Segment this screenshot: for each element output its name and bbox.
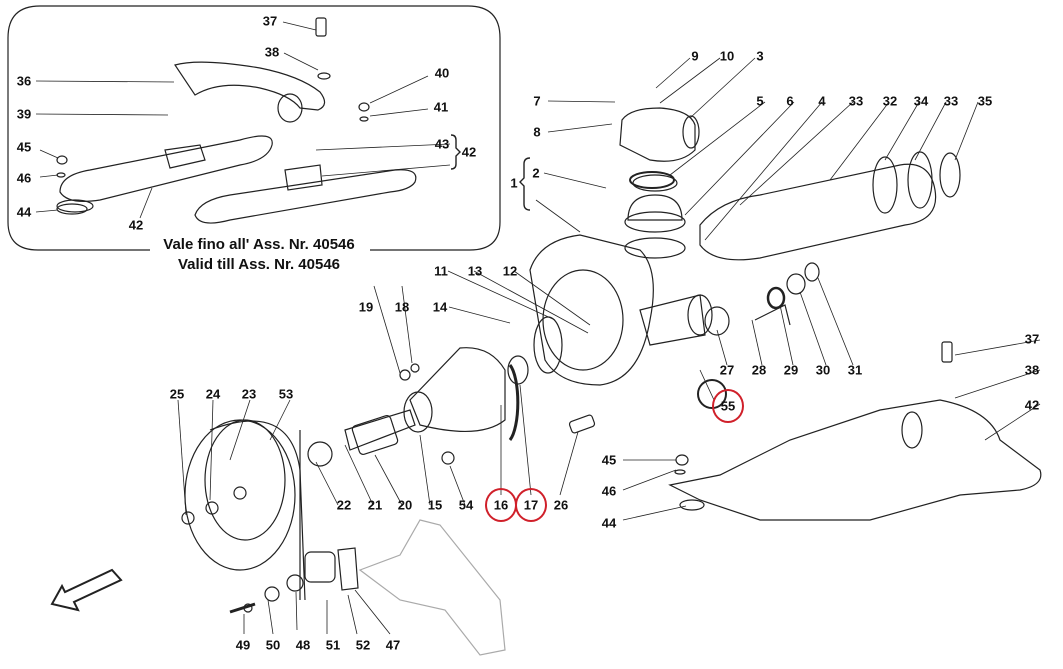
highlight-ring-17: [515, 488, 547, 522]
inset-manifold-left: [56, 135, 273, 213]
inset-sensor: [315, 17, 327, 37]
bracket: [358, 519, 506, 656]
direction-arrow: [50, 568, 123, 612]
part-label-37-inset[interactable]: 37: [262, 13, 278, 29]
part-label-24[interactable]: 24: [205, 386, 221, 402]
part-label-45-inset[interactable]: 45: [16, 139, 32, 155]
part-label-9[interactable]: 9: [691, 48, 699, 64]
part-label-3[interactable]: 3: [756, 48, 764, 64]
part-label-42-inset-group[interactable]: 42: [461, 144, 477, 160]
part-label-14[interactable]: 14: [432, 299, 448, 315]
part-label-55[interactable]: 55: [720, 398, 736, 414]
part-label-11[interactable]: 11: [434, 263, 448, 279]
part-label-4[interactable]: 4: [818, 93, 826, 109]
part-label-2[interactable]: 2: [532, 165, 540, 181]
part-label-50[interactable]: 50: [265, 637, 281, 653]
part-label-33b[interactable]: 33: [943, 93, 959, 109]
part-label-38[interactable]: 38: [1024, 362, 1040, 378]
inset-manifold-right: [174, 61, 417, 224]
part-label-40[interactable]: 40: [434, 65, 450, 81]
part-label-30[interactable]: 30: [815, 362, 831, 378]
pump-shaft: [307, 409, 416, 467]
part-label-25[interactable]: 25: [169, 386, 185, 402]
part-label-46[interactable]: 46: [601, 483, 617, 499]
part-label-23[interactable]: 23: [241, 386, 257, 402]
part-label-45[interactable]: 45: [601, 452, 617, 468]
part-label-13[interactable]: 13: [467, 263, 483, 279]
part-label-10[interactable]: 10: [719, 48, 735, 64]
pulley: [181, 419, 306, 601]
part-label-48[interactable]: 48: [295, 637, 311, 653]
part-label-21[interactable]: 21: [367, 497, 383, 513]
part-label-51[interactable]: 51: [325, 637, 341, 653]
part-label-39[interactable]: 39: [16, 106, 32, 122]
part-label-49[interactable]: 49: [235, 637, 251, 653]
part-label-37[interactable]: 37: [1024, 331, 1040, 347]
part-label-33[interactable]: 33: [848, 93, 864, 109]
part-label-27[interactable]: 27: [719, 362, 735, 378]
part-label-20[interactable]: 20: [397, 497, 413, 513]
part-label-47[interactable]: 47: [385, 637, 401, 653]
part-label-43[interactable]: 43: [434, 136, 450, 152]
inset-note-italian: Vale fino all' Ass. Nr. 40546: [163, 236, 355, 253]
part-label-17[interactable]: 17: [523, 497, 539, 513]
part-label-34[interactable]: 34: [913, 93, 929, 109]
coolant-pipe: [699, 151, 961, 261]
part-label-16[interactable]: 16: [493, 497, 509, 513]
inset-frame: [7, 5, 501, 251]
right-manifold: [668, 399, 1042, 521]
part-label-42-inset[interactable]: 42: [128, 217, 144, 233]
pump-body: [529, 234, 713, 386]
sensor-37: [941, 341, 953, 363]
part-label-41[interactable]: 41: [433, 99, 449, 115]
tensioner: [229, 547, 359, 614]
inset-note-english: Valid till Ass. Nr. 40546: [177, 256, 341, 273]
thermostat-housing: [619, 107, 700, 259]
part-label-8[interactable]: 8: [533, 124, 541, 140]
part-label-26[interactable]: 26: [553, 497, 569, 513]
part-label-52[interactable]: 52: [355, 637, 371, 653]
part-label-19[interactable]: 19: [358, 299, 374, 315]
part-label-28[interactable]: 28: [751, 362, 767, 378]
part-label-1[interactable]: 1: [510, 175, 518, 191]
part-label-31[interactable]: 31: [847, 362, 863, 378]
part-label-46-inset[interactable]: 46: [16, 170, 32, 186]
part-label-54[interactable]: 54: [458, 497, 474, 513]
highlight-ring-55: [712, 389, 744, 423]
part-label-15[interactable]: 15: [427, 497, 443, 513]
part-label-5[interactable]: 5: [756, 93, 764, 109]
part-label-29[interactable]: 29: [783, 362, 799, 378]
part-label-35[interactable]: 35: [977, 93, 993, 109]
part-label-22[interactable]: 22: [336, 497, 352, 513]
part-label-53[interactable]: 53: [278, 386, 294, 402]
part-label-18[interactable]: 18: [394, 299, 410, 315]
part-label-42[interactable]: 42: [1024, 397, 1040, 413]
part-label-7[interactable]: 7: [533, 93, 541, 109]
part-label-44[interactable]: 44: [601, 515, 617, 531]
part-label-6[interactable]: 6: [786, 93, 794, 109]
part-label-44-inset[interactable]: 44: [16, 204, 32, 220]
pump-cover: [403, 347, 506, 433]
part-label-36[interactable]: 36: [16, 73, 32, 89]
pump-impeller: [507, 316, 563, 441]
part-label-32[interactable]: 32: [882, 93, 898, 109]
part-label-38-inset[interactable]: 38: [264, 44, 280, 60]
part-label-12[interactable]: 12: [502, 263, 518, 279]
